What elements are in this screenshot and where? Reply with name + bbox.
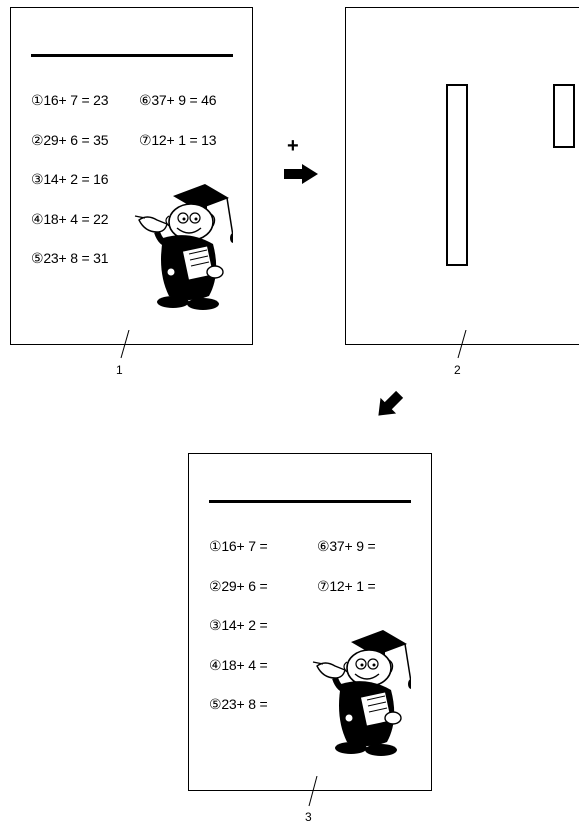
callout-leader-2: [457, 330, 467, 359]
equation-1: ①16+ 7 =: [209, 538, 268, 554]
equation-3: ③14+ 2 =: [209, 617, 268, 633]
equation-1: ①16+ 7 = 23: [31, 92, 109, 108]
equation-4: ④18+ 4 =: [209, 657, 268, 673]
equation-7: ⑦12+ 1 = 13: [139, 132, 217, 148]
plus-symbol: +: [287, 135, 299, 157]
equation-2: ②29+ 6 = 35: [31, 132, 109, 148]
callout-label-1: 1: [116, 363, 123, 377]
arrow-down-left-icon: [378, 390, 404, 416]
worksheet-original: ①16+ 7 = 23 ②29+ 6 = 35 ③14+ 2 = 16 ④18+…: [10, 7, 253, 345]
mask-sheet: [345, 7, 579, 345]
callout-label-2: 2: [454, 363, 461, 377]
callout-leader-1: [120, 330, 130, 359]
equation-6: ⑥37+ 9 = 46: [139, 92, 217, 108]
callout-label-3: 3: [305, 810, 312, 824]
equation-2: ②29+ 6 =: [209, 578, 268, 594]
arrow-right-icon: [284, 164, 318, 184]
equation-6: ⑥37+ 9 =: [317, 538, 376, 554]
equation-3: ③14+ 2 = 16: [31, 171, 109, 187]
worksheet-masked-result: ①16+ 7 = ②29+ 6 = ③14+ 2 = ④18+ 4 = ⑤23+…: [188, 453, 432, 791]
callout-leader-3: [308, 776, 318, 807]
equation-5: ⑤23+ 8 = 31: [31, 250, 109, 266]
mask-rectangle-left: [446, 84, 468, 266]
mask-rectangle-right: [553, 84, 575, 148]
graduate-mascot-icon: [312, 630, 411, 756]
equation-4: ④18+ 4 = 22: [31, 211, 109, 227]
graduate-mascot-icon: [134, 184, 233, 310]
title-underline: [31, 54, 233, 57]
equation-7: ⑦12+ 1 =: [317, 578, 376, 594]
title-underline: [209, 500, 411, 503]
equation-5: ⑤23+ 8 =: [209, 696, 268, 712]
